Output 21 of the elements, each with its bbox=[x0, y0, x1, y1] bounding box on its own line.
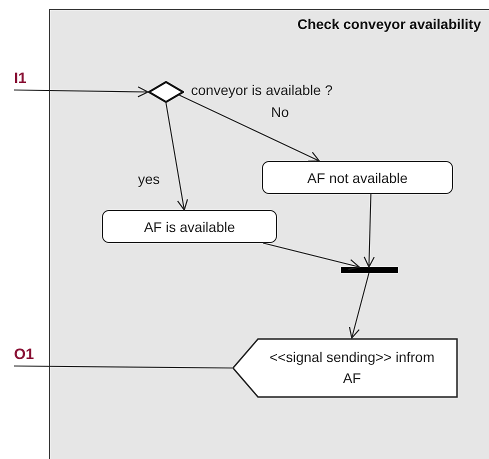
signal-label: <<signal sending>> infrom AF bbox=[268, 348, 436, 388]
connector-line bbox=[14, 365, 232, 369]
arrow bbox=[179, 94, 320, 162]
decision-diamond bbox=[148, 81, 184, 103]
edge-label: No bbox=[270, 104, 290, 120]
arrow bbox=[14, 86, 149, 98]
port-label: O1 bbox=[14, 346, 34, 363]
arrow bbox=[348, 272, 370, 339]
action-box bbox=[102, 210, 277, 243]
arrow bbox=[262, 242, 360, 270]
action-label: AF is available bbox=[144, 218, 236, 234]
port-label: I1 bbox=[14, 70, 27, 87]
send-signal-box bbox=[232, 338, 458, 398]
arrow bbox=[364, 194, 375, 268]
action-label: AF not available bbox=[307, 170, 408, 186]
arrow bbox=[165, 102, 188, 211]
action-box bbox=[262, 161, 453, 194]
decision-label: conveyor is available ? bbox=[191, 82, 333, 98]
frame-title: Check conveyor availability bbox=[297, 16, 481, 32]
activity-frame bbox=[49, 9, 489, 459]
join-bar bbox=[341, 267, 398, 273]
